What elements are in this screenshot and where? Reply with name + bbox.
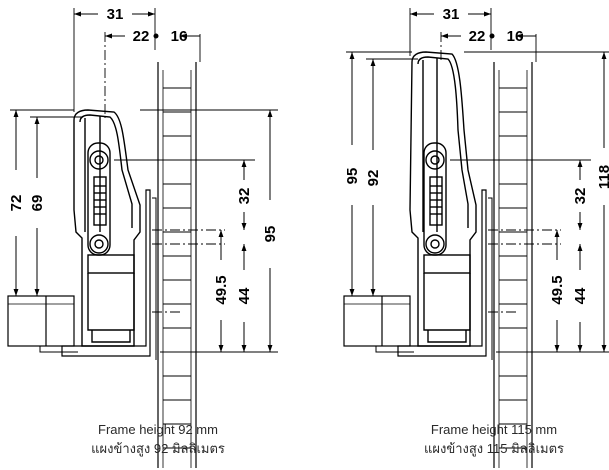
right-dim-95: 95	[344, 168, 361, 185]
left-wall	[157, 62, 197, 468]
right-dim-92: 92	[365, 170, 382, 187]
left-drawing	[7, 8, 278, 468]
right-dim-31: 31	[443, 6, 460, 23]
right-caption-th: แผงข้างสูง 115 มิลลิเมตร	[423, 441, 565, 456]
left-dim-95: 95	[262, 226, 279, 243]
left-dim-22: 22	[133, 28, 150, 45]
left-dim-69: 69	[29, 195, 46, 212]
left-dim-44: 44	[236, 287, 253, 304]
left-dim-32: 32	[236, 188, 253, 205]
left-caption-th: แผงข้างสูง 92 มิลลิเมตร	[91, 441, 225, 456]
right-dim-118: 118	[596, 165, 609, 189]
left-dim-49-5: 49.5	[213, 275, 230, 304]
left-dim-72: 72	[8, 195, 25, 212]
right-dim-22: 22	[469, 28, 486, 45]
left-caption: Frame height 92 mm แผงข้างสูง 92 มิลลิเม…	[48, 420, 268, 458]
right-dim-49-5: 49.5	[549, 275, 566, 304]
left-frame-profile	[61, 109, 157, 360]
left-caption-en: Frame height 92 mm	[98, 422, 218, 437]
right-caption-en: Frame height 115 mm	[430, 422, 558, 437]
right-dim-32: 32	[572, 188, 589, 205]
right-frame-profile	[397, 51, 493, 360]
right-dim-44: 44	[572, 287, 589, 304]
right-drawing	[343, 8, 609, 468]
right-dim-16: 16	[507, 28, 524, 45]
left-drawer-bottom	[7, 295, 78, 353]
right-caption: Frame height 115 mm แผงข้างสูง 115 มิลลิ…	[384, 420, 604, 458]
right-wall	[493, 62, 533, 468]
left-dim-16: 16	[171, 28, 188, 45]
left-dim-31: 31	[107, 6, 124, 23]
right-drawer-bottom	[343, 295, 414, 353]
